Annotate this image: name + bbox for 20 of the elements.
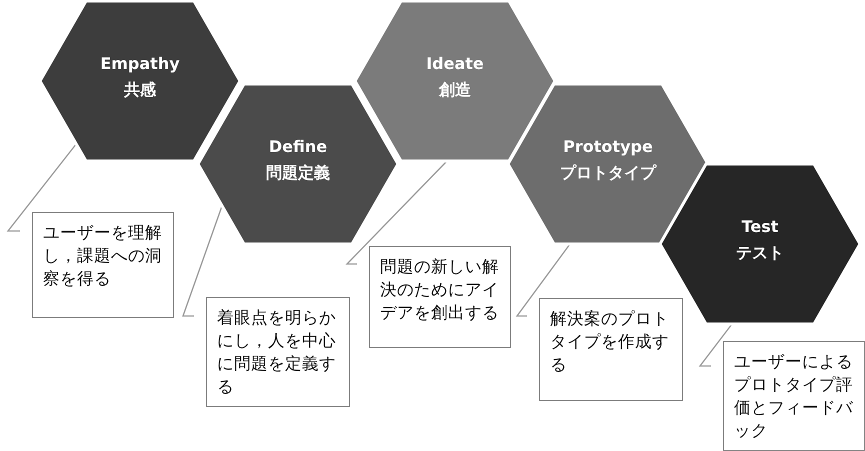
stage-subtitle: 共感 (124, 79, 156, 101)
stage-title: Define (268, 136, 328, 158)
stage-title: Test (742, 216, 778, 238)
leader-line (345, 160, 448, 265)
stage-subtitle: 創造 (439, 79, 471, 101)
stage-title: Ideate (426, 53, 484, 76)
leader-line (6, 142, 78, 232)
stage-title: Empathy (100, 53, 180, 76)
stage-subtitle: プロトタイプ (560, 162, 656, 184)
stage-title: Prototype (563, 136, 653, 158)
description-box: ユーザーを理解し，課題への洞察を得る (32, 212, 174, 318)
leader-line (182, 206, 223, 317)
description-box: 着眼点を明らかにし，人を中心に問題を定義する (206, 297, 350, 408)
leader-line (516, 244, 571, 317)
leader-line (698, 324, 733, 367)
description-box: 解決案のプロトタイプを作成する (539, 298, 683, 401)
stage-subtitle: テスト (736, 242, 784, 264)
description-box: ユーザーによるプロトタイプ評価とフィードバック (723, 341, 865, 451)
stage-subtitle: 問題定義 (266, 162, 330, 184)
description-box: 問題の新しい解決のためにアイデアを創出する (369, 246, 511, 348)
